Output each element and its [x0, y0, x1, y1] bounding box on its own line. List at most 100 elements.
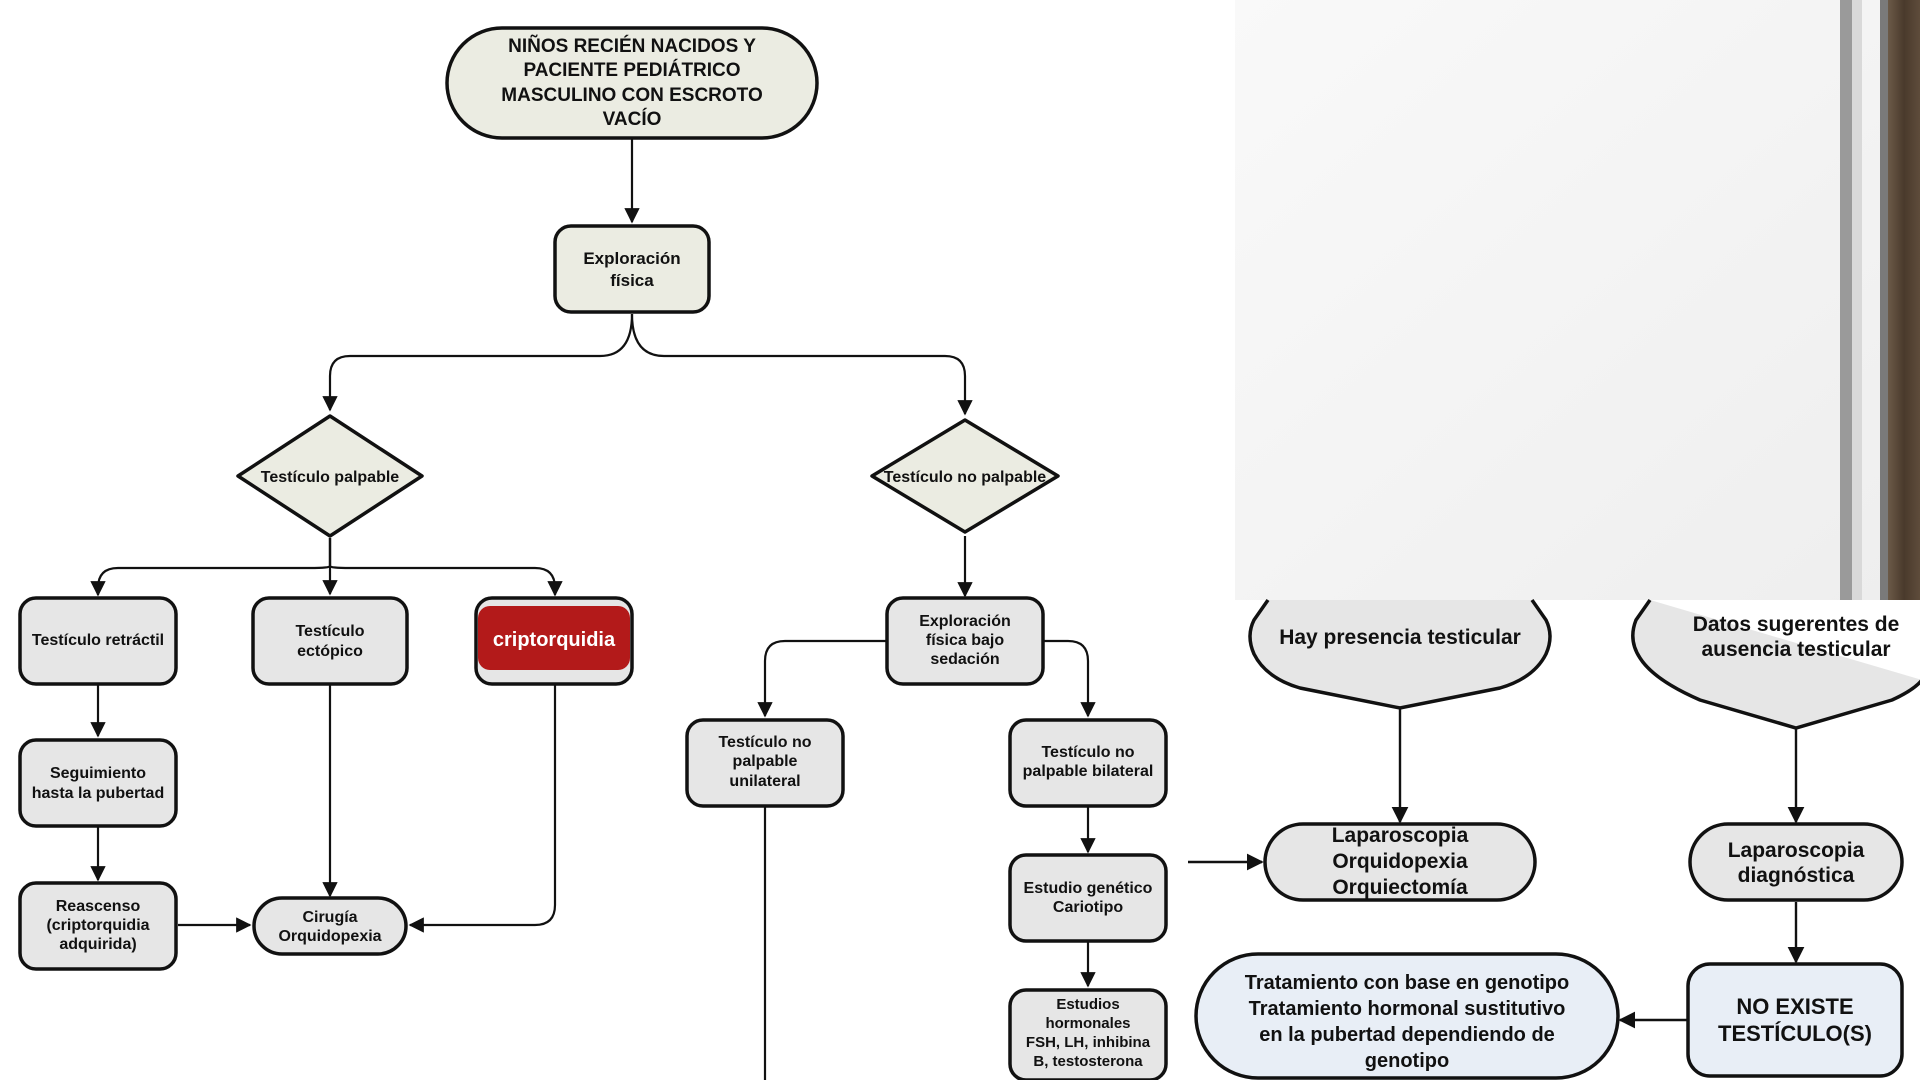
- ectopico-line-1: Testículo: [295, 623, 364, 640]
- node-seguimiento: Seguimiento hasta la pubertad: [18, 738, 178, 828]
- ausencia-line-1: Datos sugerentes de: [1693, 613, 1900, 636]
- tratamiento-line-3: en la pubertad dependiendo de: [1259, 1024, 1555, 1046]
- background-wall: [1888, 0, 1920, 600]
- node-cirugia: Cirugía Orquidopexia: [252, 896, 408, 956]
- ausencia-shape: [1631, 598, 1920, 730]
- hormonales-shape: [1008, 988, 1168, 1080]
- panel-edge-light: [1852, 0, 1862, 600]
- hormonales-line-2: hormonales: [1045, 1015, 1130, 1032]
- seguimiento-line-2: hasta la pubertad: [32, 785, 164, 802]
- node-hormonales: Estudios hormonales FSH, LH, inhibina B,…: [1008, 988, 1168, 1080]
- connectors: [90, 138, 1805, 1080]
- seguimiento-shape: [18, 738, 178, 828]
- slide-background: [1235, 0, 1920, 600]
- hormonales-line-3: FSH, LH, inhibina: [1026, 1034, 1151, 1051]
- no-palpable-label: Testículo no palpable: [884, 469, 1046, 486]
- exploracion-line-2: física: [610, 271, 654, 290]
- exploracion-line-1: Exploración: [583, 249, 680, 268]
- laparoscopia-orq-line-1: Laparoscopia: [1332, 824, 1469, 847]
- laparoscopia-diag-line-1: Laparoscopia: [1728, 839, 1865, 862]
- node-laparoscopia-diag: Laparoscopia diagnóstica: [1688, 822, 1904, 902]
- sedacion-line-3: sedación: [930, 651, 999, 668]
- node-unilateral: Testículo no palpable unilateral: [685, 718, 845, 808]
- node-criptorquidia: criptorquidia: [474, 596, 634, 686]
- bilateral-shape: [1008, 718, 1168, 808]
- tratamiento-line-4: genotipo: [1365, 1050, 1449, 1072]
- root-line-4: VACÍO: [603, 108, 662, 130]
- no-existe-line-2: TESTÍCULO(S): [1718, 1021, 1872, 1046]
- cirugia-shape: [252, 896, 408, 956]
- edge-sedacion-unilateral: [757, 639, 886, 718]
- presencia-label: Hay presencia testicular: [1279, 626, 1521, 649]
- ectopico-shape: [251, 596, 409, 686]
- tratamiento-line-2: Tratamiento hormonal sustitutivo: [1249, 998, 1566, 1020]
- node-presencia: Hay presencia testicular: [1248, 598, 1552, 710]
- reascenso-line-3: adquirida): [59, 936, 136, 953]
- root-line-3: MASCULINO CON ESCROTO: [501, 85, 762, 106]
- tratamiento-shape: [1194, 952, 1620, 1080]
- cirugia-line-2: Orquidopexia: [278, 928, 381, 945]
- node-no-palpable: Testículo no palpable: [870, 418, 1060, 534]
- laparoscopia-orq-shape: [1263, 822, 1537, 902]
- laparoscopia-diag-shape: [1688, 822, 1904, 902]
- laparoscopia-diag-line-2: diagnóstica: [1738, 864, 1855, 887]
- sedacion-shape: [885, 596, 1045, 686]
- criptorquidia-label: criptorquidia: [493, 629, 616, 651]
- seguimiento-line-1: Seguimiento: [50, 765, 146, 782]
- node-ausencia: Datos sugerentes de ausencia testicular: [1631, 598, 1920, 730]
- reascenso-shape: [18, 881, 178, 971]
- panel-edge-bar: [1840, 0, 1852, 600]
- hormonales-line-4: B, testosterona: [1033, 1053, 1143, 1070]
- root-shape: [445, 26, 819, 140]
- laparoscopia-orq-line-2: Orquidopexia: [1332, 850, 1468, 873]
- no-existe-shape: [1686, 962, 1904, 1078]
- sedacion-line-1: Exploración: [919, 613, 1011, 630]
- node-ectopico: Testículo ectópico: [251, 596, 409, 686]
- edge-exploracion-palpable: [322, 313, 634, 412]
- bilateral-line-2: palpable bilateral: [1023, 763, 1154, 780]
- node-palpable: Testículo palpable: [236, 414, 424, 538]
- genetico-line-1: Estudio genético: [1024, 880, 1153, 897]
- node-root: NIÑOS RECIÉN NACIDOS Y PACIENTE PEDIÁTRI…: [445, 26, 819, 140]
- node-no-existe: NO EXISTE TESTÍCULO(S): [1686, 962, 1904, 1078]
- edge-palpable-criptorquidia: [328, 538, 563, 597]
- sedacion-line-2: física bajo: [926, 632, 1004, 649]
- laparoscopia-orq-line-3: Orquiectomía: [1332, 876, 1468, 899]
- unilateral-line-1: Testículo no: [718, 734, 811, 751]
- node-genetico: Estudio genético Cariotipo: [1008, 853, 1168, 943]
- tratamiento-line-1: Tratamiento con base en genotipo: [1245, 972, 1570, 994]
- panel-edge-dark: [1880, 0, 1888, 600]
- node-retractil: Testículo retráctil: [18, 596, 178, 686]
- unilateral-line-2: palpable: [733, 753, 798, 770]
- retractil-label: Testículo retráctil: [32, 632, 164, 649]
- palpable-shape: [236, 414, 424, 538]
- node-bilateral: Testículo no palpable bilateral: [1008, 718, 1168, 808]
- unilateral-line-3: unilateral: [729, 773, 800, 790]
- edge-criptorquidia-cirugia: [408, 685, 557, 933]
- bilateral-line-1: Testículo no: [1041, 744, 1134, 761]
- genetico-line-2: Cariotipo: [1053, 899, 1123, 916]
- edge-sedacion-bilateral: [1044, 639, 1096, 718]
- node-reascenso: Reascenso (criptorquidia adquirida): [18, 881, 178, 971]
- ectopico-line-2: ectópico: [297, 643, 363, 660]
- ausencia-line-2: ausencia testicular: [1701, 638, 1890, 661]
- no-palpable-shape: [870, 418, 1060, 534]
- edge-palpable-retractil: [90, 538, 332, 597]
- node-sedacion: Exploración física bajo sedación: [885, 596, 1045, 686]
- reascenso-line-2: (criptorquidia: [46, 917, 149, 934]
- edge-exploracion-nopalpable: [630, 313, 973, 416]
- node-tratamiento: Tratamiento con base en genotipo Tratami…: [1194, 952, 1620, 1080]
- hormonales-line-1: Estudios: [1056, 996, 1119, 1013]
- root-line-2: PACIENTE PEDIÁTRICO: [523, 59, 740, 81]
- node-exploracion: Exploración física: [553, 224, 711, 314]
- unilateral-shape: [685, 718, 845, 808]
- exploracion-shape: [553, 224, 711, 314]
- presencia-shape: [1248, 598, 1552, 710]
- root-line-1: NIÑOS RECIÉN NACIDOS Y: [508, 35, 756, 57]
- genetico-shape: [1008, 853, 1168, 943]
- criptorquidia-highlight: [478, 606, 630, 670]
- paper-panel: [1235, 0, 1920, 600]
- node-laparoscopia-orq: Laparoscopia Orquidopexia Orquiectomía: [1263, 822, 1537, 902]
- retractil-shape: [18, 596, 178, 686]
